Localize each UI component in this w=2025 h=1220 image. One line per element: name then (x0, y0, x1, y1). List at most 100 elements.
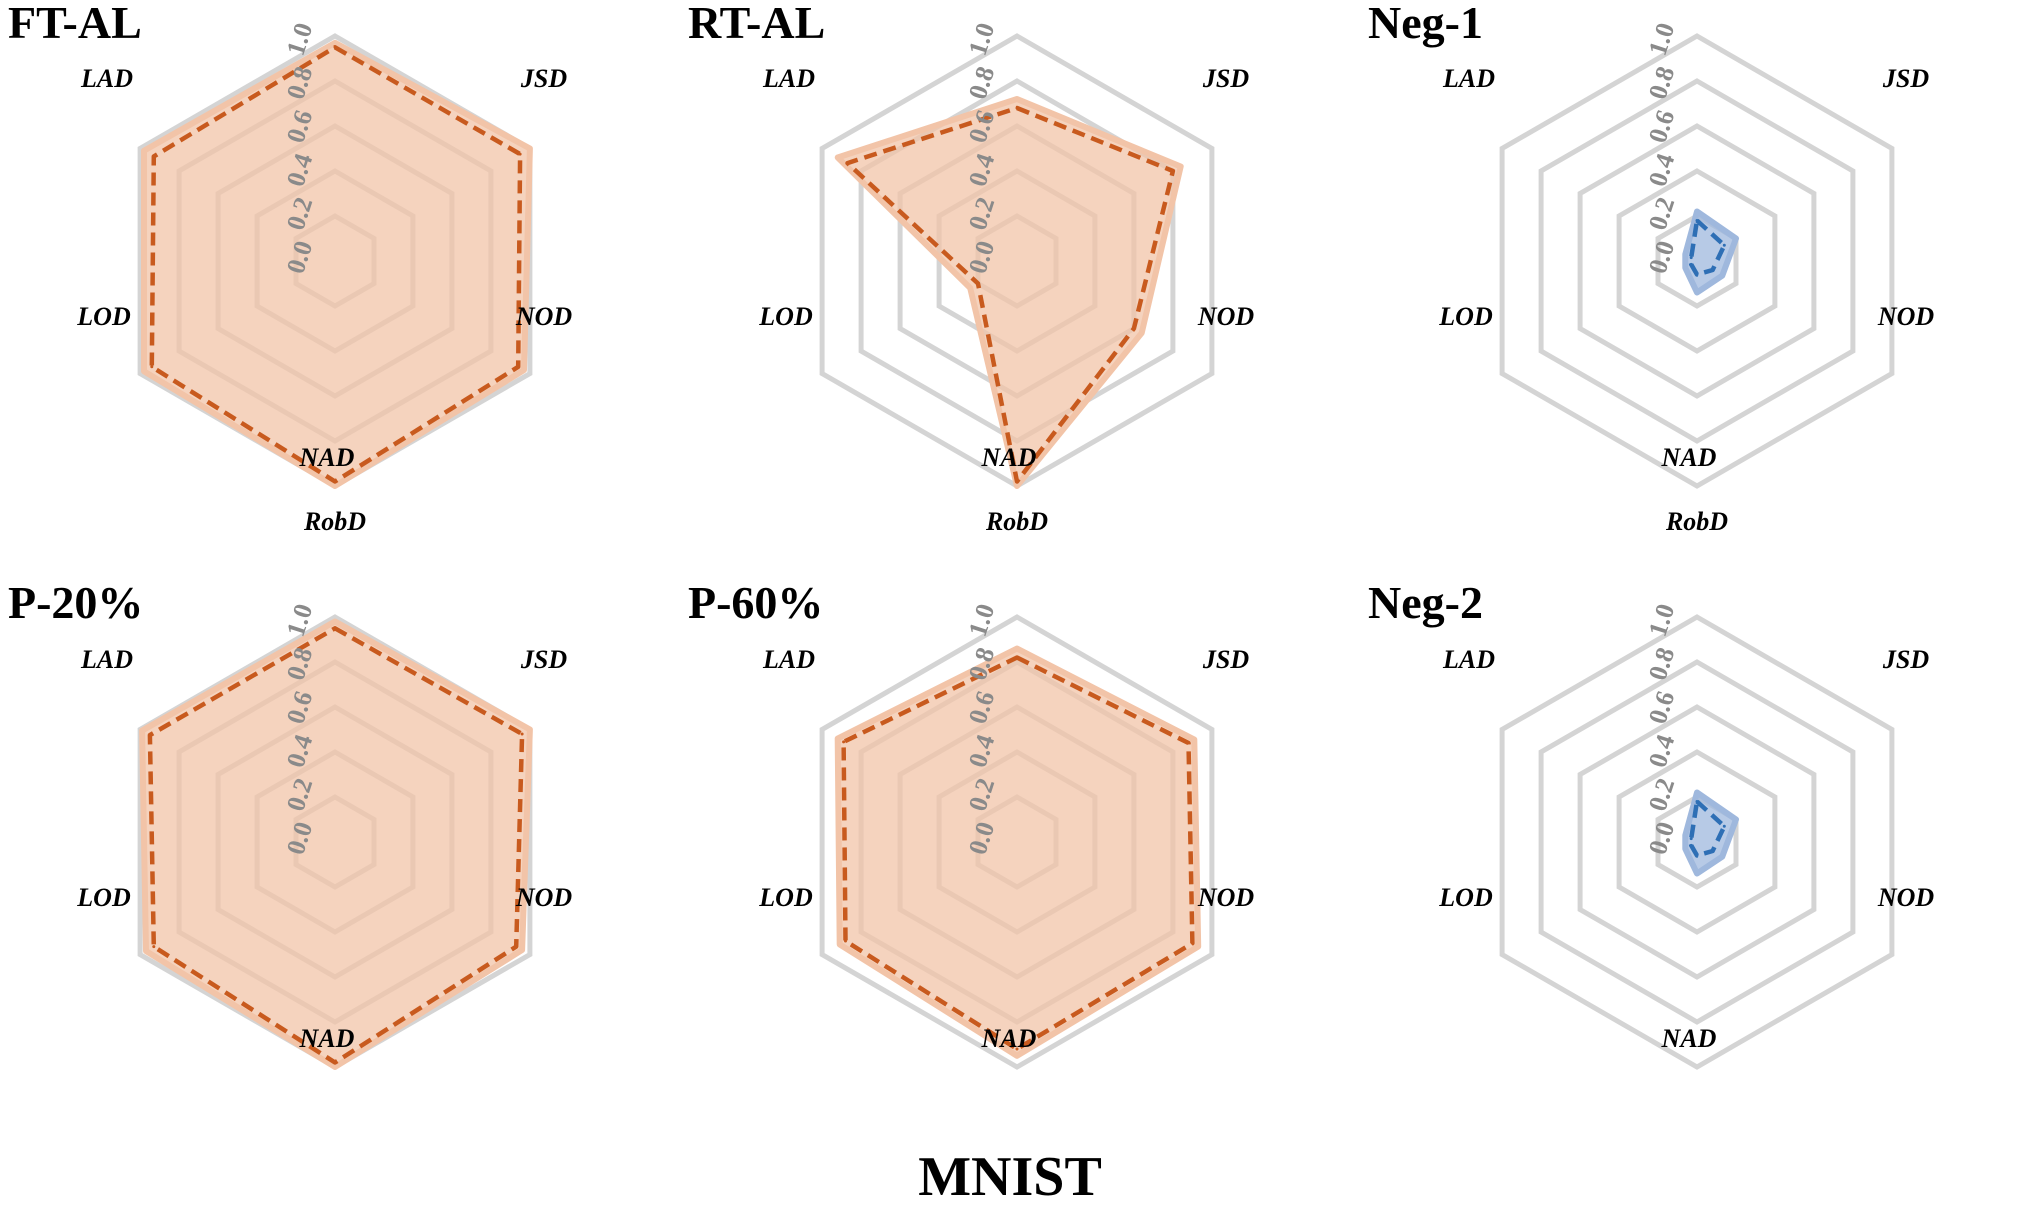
data-point (1190, 941, 1194, 945)
grid-ring (1499, 614, 1895, 1070)
panel-title: RT-AL (688, 0, 825, 48)
data-point (1187, 741, 1190, 745)
axis-label: NOD (515, 883, 573, 912)
series-band (141, 39, 533, 489)
series-band (834, 96, 1184, 489)
radar-panel: 0.00.20.40.60.81.0RobDJSDNODNADLODLADRT-… (688, 0, 1255, 489)
data-point (152, 945, 156, 949)
data-point (1689, 837, 1693, 841)
data-point (333, 1061, 337, 1064)
radar-panel: 0.00.20.40.60.81.0RobDJSDNODNADLODLADFT-… (8, 0, 573, 489)
axis-label: NAD (1661, 1024, 1717, 1053)
axis-label: LOD (76, 883, 131, 912)
panel-title: P-20% (8, 577, 143, 628)
data-point (1711, 849, 1715, 853)
data-point (844, 939, 847, 943)
data-point (1722, 824, 1726, 828)
data-point (1171, 169, 1175, 173)
data-point (1689, 843, 1693, 847)
axis-label: LAD (1442, 645, 1495, 674)
data-point (1695, 219, 1699, 222)
data-point (150, 365, 154, 369)
radar-panel: 0.00.20.40.60.81.0RobDJSDNODNADLODLADP-2… (8, 507, 573, 1070)
grid-ring (1616, 749, 1778, 935)
panel-title: P-60% (688, 577, 823, 628)
axis-label: RobD (303, 507, 366, 536)
tick-label: 0.8 (963, 63, 1001, 103)
data-point (1015, 656, 1019, 659)
axis-label: NOD (1877, 883, 1935, 912)
axis-label: JSD (1202, 645, 1249, 674)
panel-title: Neg-2 (1368, 577, 1483, 628)
axis-label: LAD (762, 645, 815, 674)
tick-label: 1.0 (963, 19, 1001, 59)
axis-label: NOD (515, 302, 573, 331)
axis-label: NOD (1197, 302, 1255, 331)
axis-label: RobD (985, 507, 1048, 536)
grid-ring (1538, 659, 1856, 1025)
data-point (152, 154, 156, 158)
series-band (139, 618, 533, 1070)
tick-label: 1.0 (1643, 600, 1681, 640)
axis-label: LOD (1438, 883, 1493, 912)
axis-label: LOD (1438, 302, 1493, 331)
axis-label: LAD (80, 645, 133, 674)
grid-ring (1499, 33, 1895, 489)
data-point (1695, 273, 1699, 276)
data-point (148, 733, 152, 737)
data-point (518, 152, 522, 156)
axis-label: RobD (1665, 507, 1728, 536)
data-point (333, 45, 337, 49)
data-point (1015, 1047, 1019, 1051)
axis-label: LAD (80, 64, 133, 93)
data-point (520, 732, 524, 736)
axis-label: NAD (981, 1024, 1037, 1053)
panel-title: Neg-1 (1368, 0, 1483, 48)
data-point (516, 365, 520, 369)
data-point (514, 945, 518, 949)
radar-panel: 0.00.20.40.60.81.0RobDJSDNODNADLODLADNeg… (1368, 507, 1935, 1070)
data-point (846, 161, 849, 165)
data-point (1689, 262, 1693, 266)
figure-title: MNIST (918, 1146, 1102, 1208)
radar-panels: 0.00.20.40.60.81.0RobDJSDNODNADLODLADFT-… (8, 0, 1935, 1070)
axis-label: JSD (520, 64, 567, 93)
axis-label: JSD (1202, 64, 1249, 93)
tick-label: 1.0 (963, 600, 1001, 640)
axis-label: NOD (1197, 883, 1255, 912)
axis-label: NOD (1877, 302, 1935, 331)
tick-label: 0.0 (1643, 818, 1681, 858)
grid-ring (1538, 78, 1856, 444)
data-point (842, 740, 846, 744)
data-point (1695, 800, 1699, 803)
axis-label: NAD (299, 443, 355, 472)
tick-label: 0.8 (1643, 644, 1681, 684)
data-point (1711, 268, 1715, 272)
data-point (1015, 480, 1019, 483)
data-point (1695, 854, 1699, 857)
axis-label: JSD (1882, 64, 1929, 93)
data-point (333, 626, 337, 630)
axis-label: JSD (1882, 645, 1929, 674)
axis-label: LOD (758, 302, 813, 331)
data-point (1015, 106, 1019, 110)
axis-label: JSD (520, 645, 567, 674)
data-point (1722, 243, 1726, 247)
axis-label: LAD (762, 64, 815, 93)
radar-panel: 0.00.20.40.60.81.0RobDJSDNODNADLODLADP-6… (688, 507, 1255, 1070)
axis-label: NAD (981, 443, 1037, 472)
axis-label: NAD (1661, 443, 1717, 472)
panel-title: FT-AL (8, 0, 142, 48)
tick-label: 0.0 (1643, 237, 1681, 277)
axis-label: LOD (76, 302, 131, 331)
grid-ring (819, 614, 1215, 1070)
data-point (976, 282, 980, 285)
data-point (1689, 256, 1693, 260)
radar-panel: 0.00.20.40.60.81.0RobDJSDNODNADLODLADNeg… (1368, 0, 1935, 489)
series-band (834, 645, 1202, 1059)
grid-ring (1577, 704, 1817, 980)
tick-label: 1.0 (1643, 19, 1681, 59)
grid-ring (1577, 123, 1817, 399)
data-point (333, 480, 337, 483)
